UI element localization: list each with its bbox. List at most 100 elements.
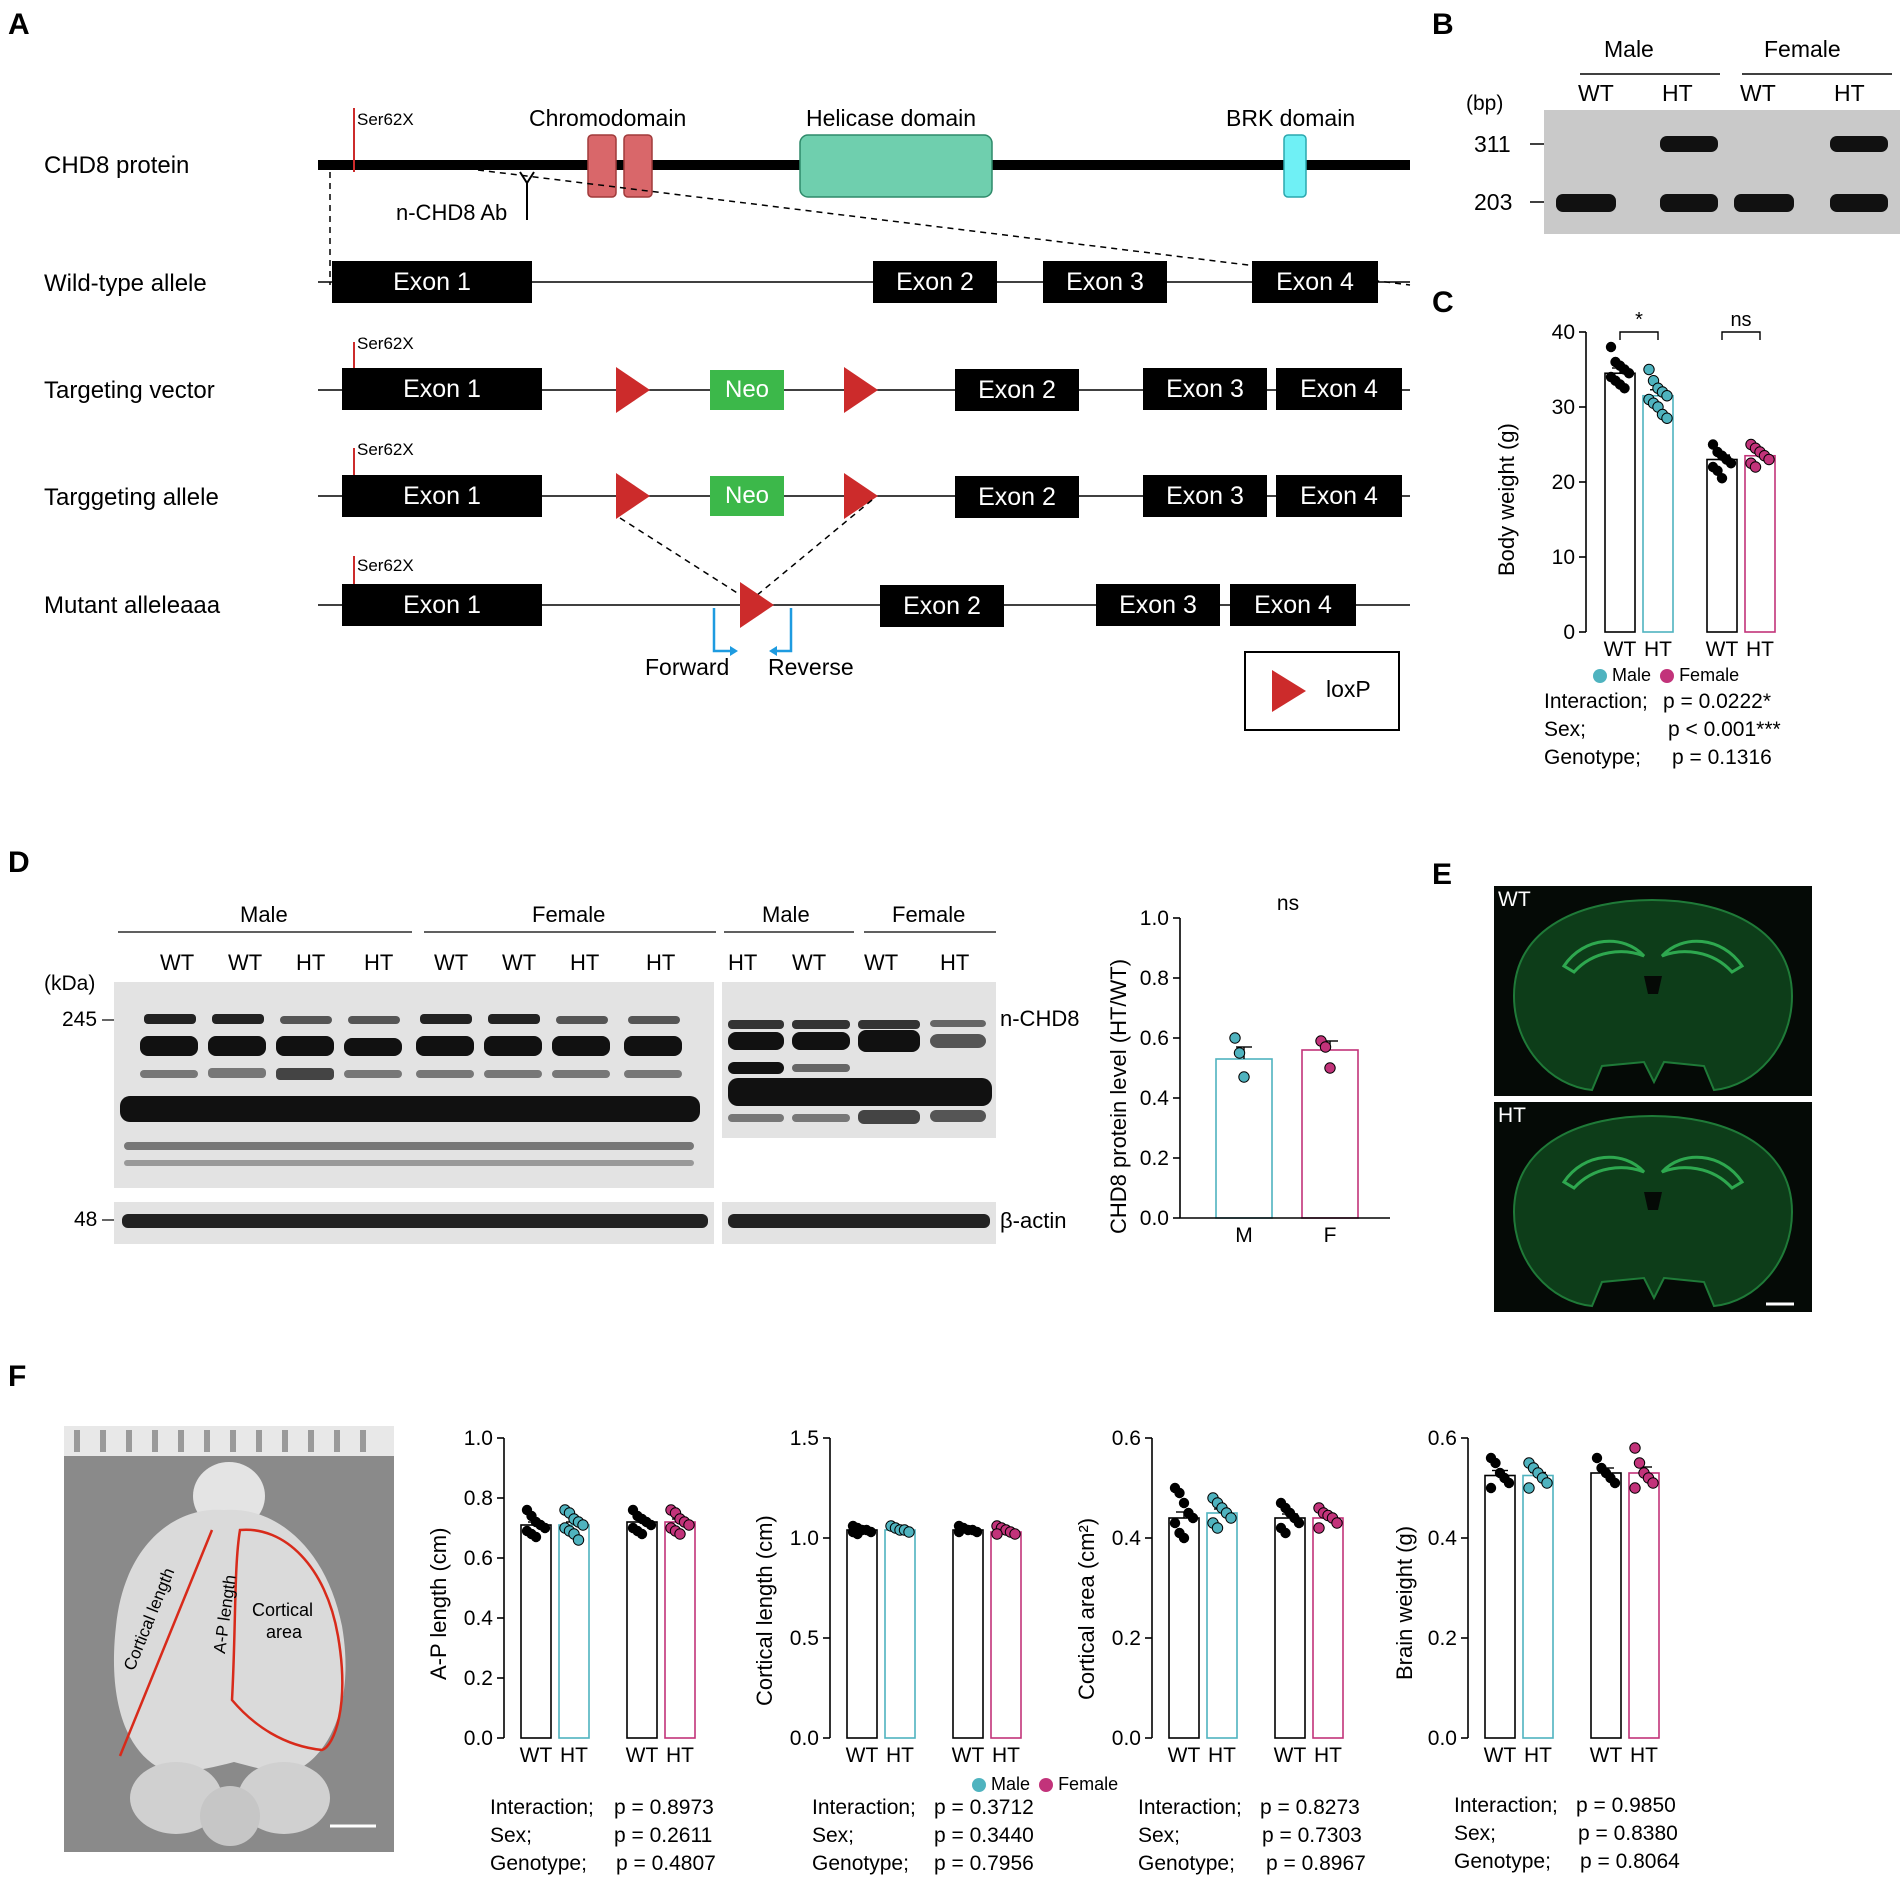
- wt-brain-section-image: [1494, 886, 1812, 1096]
- data-point: [530, 1531, 542, 1543]
- x-tick-label: HT: [1208, 1744, 1236, 1767]
- x-tick-label: WT: [1706, 638, 1739, 661]
- data-point: [1712, 465, 1723, 476]
- gel-lane-2: HT: [1662, 80, 1693, 106]
- data-point: [1661, 412, 1673, 424]
- brk-domain-label: BRK domain: [1226, 105, 1356, 131]
- blot2-group-male: Male: [762, 902, 810, 927]
- data-point: [953, 1526, 965, 1538]
- panel-c-stat-genotype-value: p = 0.1316: [1672, 746, 1772, 769]
- data-point: [577, 1519, 589, 1531]
- f3-stat-sex-label: Sex;: [1138, 1824, 1181, 1847]
- data-point: [903, 1526, 915, 1538]
- x-tick-label: WT: [1590, 1744, 1623, 1767]
- data-point: [683, 1519, 695, 1531]
- x-tick-label: HT: [560, 1744, 588, 1767]
- reverse-primer-arrow: [777, 608, 793, 653]
- y-tick-label: 0.6: [1112, 1427, 1141, 1450]
- bar: [1206, 1512, 1238, 1739]
- brain-photo: [64, 1426, 394, 1852]
- f4-stat-genotype-value: p = 0.8064: [1580, 1850, 1680, 1873]
- y-tick-label: 0.8: [464, 1487, 493, 1510]
- data-point: [1169, 1517, 1181, 1529]
- blot1-lane-8: HT: [646, 950, 676, 975]
- reverse-primer-label: Reverse: [768, 654, 854, 680]
- data-point: [1643, 363, 1655, 376]
- bar: [884, 1529, 916, 1739]
- loxp-4: [844, 473, 878, 519]
- loxp-legend-box: [1244, 651, 1400, 731]
- ser62x-label-3: Ser62X: [357, 440, 414, 459]
- gel-lane-1: WT: [1578, 80, 1614, 106]
- f4-stat-interaction-value: p = 0.9850: [1576, 1794, 1676, 1817]
- western-blot-1: [102, 982, 714, 1188]
- panel-f-legend: Male Female: [972, 1774, 1118, 1795]
- bar: [846, 1529, 878, 1739]
- f-legend-male-label: Male: [991, 1774, 1031, 1794]
- data-point: [1009, 1528, 1021, 1540]
- data-point: [1633, 1457, 1646, 1469]
- y-tick-label: 0.4: [1428, 1527, 1458, 1550]
- bar: [1604, 372, 1636, 633]
- y-tick-label: 0.5: [790, 1627, 819, 1650]
- row-label-targeting-vector: Targeting vector: [44, 377, 215, 404]
- band-label-actin: β-actin: [1000, 1208, 1067, 1233]
- cortical-area-outline: [230, 1528, 344, 1752]
- bar: [1301, 1049, 1359, 1219]
- y-tick-label: 0.0: [790, 1727, 819, 1750]
- y-tick-label: 1.0: [464, 1427, 493, 1450]
- bar: [1744, 454, 1776, 633]
- data-point: [645, 1519, 657, 1531]
- f-legend-female-dot: [1039, 1778, 1054, 1792]
- bar: [1628, 1472, 1660, 1739]
- ht-brain-section-image: [1494, 1102, 1812, 1312]
- data-point: [1490, 1457, 1501, 1469]
- significance-bracket: [1721, 331, 1761, 340]
- chart-f3-ylabel: Cortical area (cm²): [1074, 1517, 1099, 1700]
- ser62x-label-1: Ser62X: [357, 110, 414, 129]
- gel-unit: (bp): [1466, 92, 1504, 115]
- mut-exon-4: Exon 4: [1230, 584, 1356, 626]
- data-point: [1541, 1477, 1553, 1489]
- ta-exon-4: Exon 4: [1276, 475, 1402, 517]
- tv-exon-1: Exon 1: [342, 368, 542, 410]
- significance-bracket: [1619, 331, 1659, 340]
- chromodomain-label: Chromodomain: [529, 105, 687, 131]
- f1-stat-interaction-value: p = 0.8973: [614, 1796, 714, 1819]
- f1-stat-genotype-value: p = 0.4807: [616, 1852, 716, 1875]
- gel-lane-3: WT: [1740, 80, 1776, 106]
- forward-primer-label: Forward: [645, 654, 730, 680]
- chromodomain-box-1: [587, 134, 617, 198]
- panel-a-diagram: [318, 108, 1411, 731]
- y-tick-label: 0.4: [464, 1607, 494, 1630]
- bar: [1590, 1472, 1622, 1739]
- data-point: [1319, 1041, 1332, 1053]
- y-tick-label: 0.0: [1112, 1727, 1141, 1750]
- legend-female-dot: [1660, 669, 1675, 683]
- data-point: [1229, 1032, 1241, 1044]
- x-tick-label: M: [1235, 1224, 1253, 1247]
- data-point: [1238, 1071, 1250, 1083]
- x-tick-label: WT: [1274, 1744, 1307, 1767]
- data-point: [1313, 1522, 1325, 1534]
- f1-stat-sex-value: p = 0.2611: [614, 1824, 713, 1847]
- data-point: [1503, 1477, 1515, 1489]
- brk-domain-box: [1283, 134, 1307, 198]
- row-label-protein: CHD8 protein: [44, 152, 190, 179]
- gel-group-female: Female: [1764, 36, 1841, 62]
- significance-label: ns: [1730, 309, 1751, 331]
- panel-c-ylabel: Body weight (g): [1494, 423, 1519, 576]
- blot1-lane-7: HT: [570, 950, 600, 975]
- gel-marker-203: 203: [1474, 189, 1513, 215]
- f2-stat-sex-value: p = 0.3440: [934, 1824, 1034, 1847]
- y-tick-label: 0.0: [1428, 1727, 1457, 1750]
- x-tick-label: WT: [626, 1744, 659, 1767]
- data-point: [971, 1526, 983, 1538]
- wt-image-label: WT: [1498, 888, 1531, 911]
- data-point: [1605, 341, 1617, 353]
- f4-stat-sex-label: Sex;: [1454, 1822, 1497, 1845]
- data-point: [1178, 1532, 1190, 1544]
- loxp-2: [844, 367, 878, 413]
- y-tick-label: 0.6: [464, 1547, 493, 1570]
- wt-exon-2: Exon 2: [873, 261, 997, 303]
